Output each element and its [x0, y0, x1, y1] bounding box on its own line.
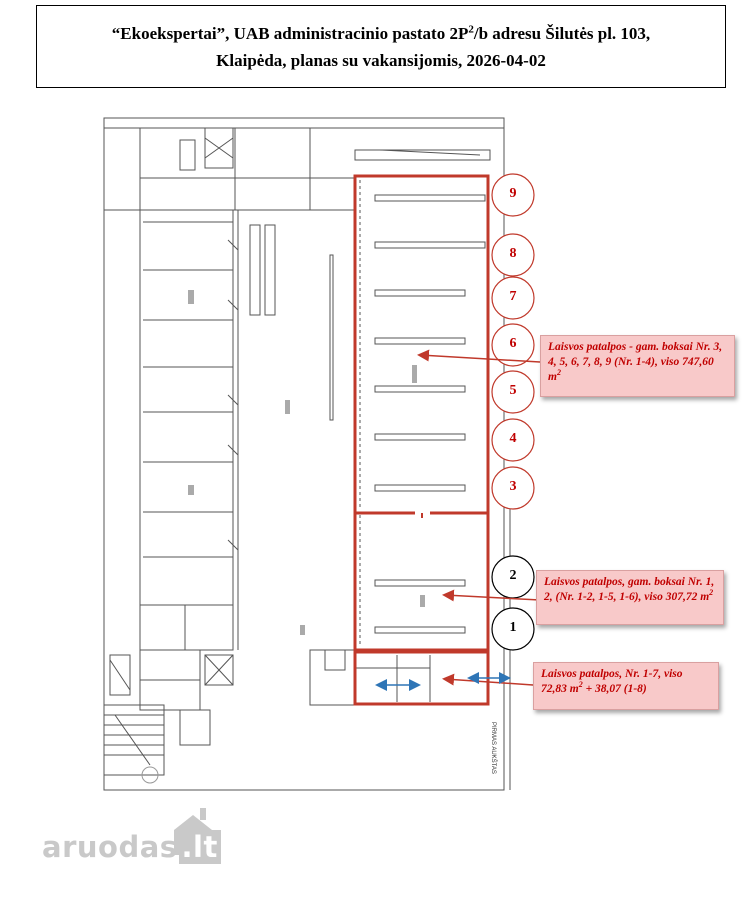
box-number-5: 5 [509, 383, 517, 398]
callout-boxes-3-9: Laisvos patalpos - gam. boksai Nr. 3, 4,… [540, 335, 735, 397]
callout-arrow-1 [417, 349, 541, 363]
box-number-9: 9 [509, 186, 517, 201]
box-circle-4 [491, 418, 535, 462]
box-circle-8 [491, 233, 535, 277]
box-number-8: 8 [509, 246, 517, 261]
callout-rooms-1-7: Laisvos patalpos, Nr. 1-7, viso 72,83 m2… [533, 662, 719, 710]
box-number-1: 1 [509, 620, 517, 635]
plan-title-line2: Klaipėda, planas su vakansijomis, 2026-0… [216, 50, 546, 70]
box-circle-9 [491, 173, 535, 217]
plan-side-label: PIRMAS AUKŠTAS [490, 722, 497, 774]
watermark-logo: aruodas.lt [42, 830, 221, 864]
box-number-4: 4 [509, 431, 517, 446]
box-circle-6 [491, 323, 535, 367]
box-number-3: 3 [509, 479, 517, 494]
box-number-6: 6 [509, 336, 517, 351]
vacancy-rooms-1-7-outline [353, 650, 490, 706]
plan-title-box: “Ekoekspertai”, UAB administracinio past… [36, 5, 726, 88]
box-circle-5 [491, 370, 535, 414]
box-number-7: 7 [509, 289, 517, 304]
box-circle-7 [491, 276, 535, 320]
box-circle-1 [491, 607, 535, 651]
building-outline [103, 117, 505, 791]
plan-title-line1: “Ekoekspertai”, UAB administracinio past… [111, 22, 651, 43]
box-number-2: 2 [509, 568, 517, 583]
callout-arrow-2 [442, 589, 541, 602]
callout-boxes-1-2: Laisvos patalpos, gam. boksai Nr. 1, 2, … [536, 570, 724, 625]
box-circle-3 [491, 466, 535, 510]
